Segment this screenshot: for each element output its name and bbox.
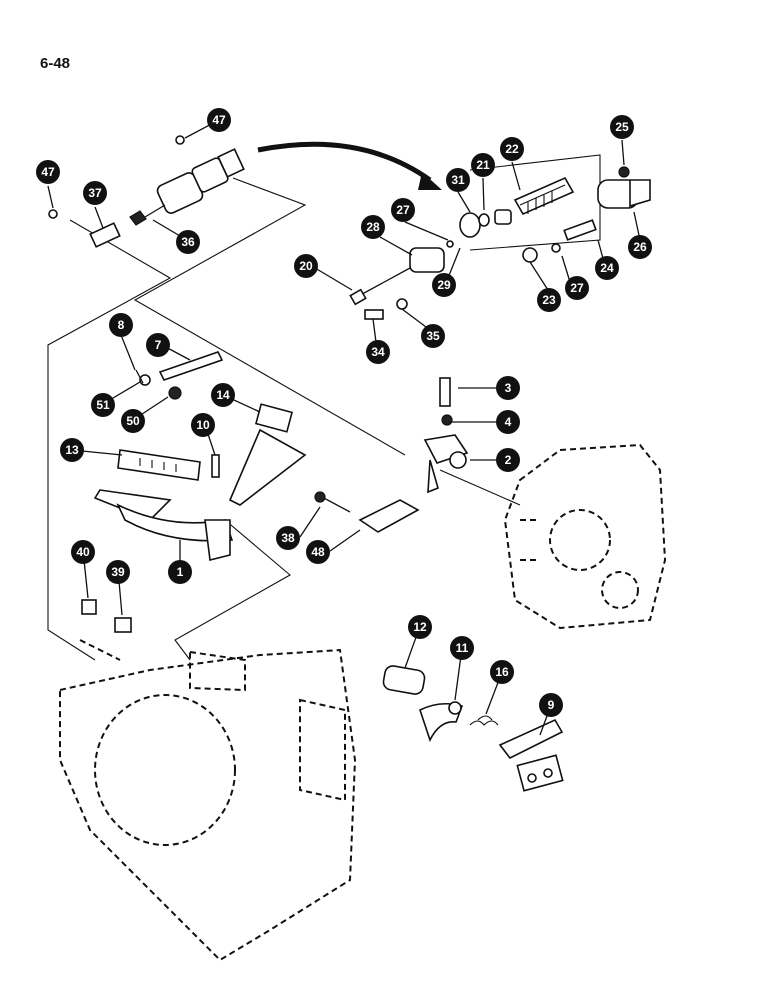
svg-text:25: 25 <box>615 120 629 134</box>
svg-text:11: 11 <box>456 641 469 655</box>
callout-37: 37 <box>83 181 107 205</box>
bolt-washer <box>81 599 132 633</box>
callout-3: 3 <box>496 376 520 400</box>
svg-text:26: 26 <box>633 240 647 254</box>
hydraulic-pump-housing <box>503 443 667 630</box>
callout-13: 13 <box>60 438 84 462</box>
svg-text:4: 4 <box>505 415 512 429</box>
callout-21: 21 <box>471 153 495 177</box>
svg-text:8: 8 <box>118 318 125 332</box>
callout-9: 9 <box>539 693 563 717</box>
lower-shaft-parts <box>382 665 564 792</box>
svg-text:28: 28 <box>366 220 380 234</box>
svg-text:24: 24 <box>600 261 614 275</box>
svg-text:10: 10 <box>196 418 210 432</box>
svg-text:3: 3 <box>505 381 512 395</box>
callout-27-lower: 27 <box>565 276 589 300</box>
svg-text:39: 39 <box>111 565 125 579</box>
svg-text:37: 37 <box>88 186 102 200</box>
transmission-housing <box>59 639 357 962</box>
assembly-guide-lines <box>47 154 601 661</box>
svg-text:1: 1 <box>177 565 184 579</box>
callout-25: 25 <box>610 115 634 139</box>
callout-40: 40 <box>71 540 95 564</box>
svg-text:7: 7 <box>155 338 162 352</box>
callout-2: 2 <box>496 448 520 472</box>
callout-48: 48 <box>306 540 330 564</box>
callout-24: 24 <box>595 256 619 280</box>
callout-29: 29 <box>432 273 456 297</box>
svg-text:48: 48 <box>311 545 325 559</box>
callout-39: 39 <box>106 560 130 584</box>
svg-text:12: 12 <box>413 620 427 634</box>
callout-50: 50 <box>121 409 145 433</box>
callout-47-left: 47 <box>36 160 60 184</box>
callout-31: 31 <box>446 168 470 192</box>
callout-51: 51 <box>91 393 115 417</box>
valve-parts <box>349 166 651 320</box>
svg-text:40: 40 <box>76 545 90 559</box>
svg-text:16: 16 <box>495 665 509 679</box>
callout-10: 10 <box>191 413 215 437</box>
svg-text:2: 2 <box>505 453 512 467</box>
svg-text:14: 14 <box>216 388 230 402</box>
callout-7: 7 <box>146 333 170 357</box>
page-number: 6-48 <box>40 55 71 72</box>
cylinder-assembly <box>129 148 245 226</box>
small-bracket <box>314 491 420 533</box>
callout-20: 20 <box>294 254 318 278</box>
svg-text:36: 36 <box>181 235 195 249</box>
pedal-assembly <box>93 403 307 561</box>
clip-ring-left <box>48 209 58 219</box>
callout-12: 12 <box>408 615 432 639</box>
callout-1: 1 <box>168 560 192 584</box>
linkage-bracket <box>135 351 469 494</box>
svg-text:50: 50 <box>126 414 140 428</box>
callout-26: 26 <box>628 235 652 259</box>
svg-text:9: 9 <box>548 698 555 712</box>
callout-22: 22 <box>500 137 524 161</box>
svg-text:23: 23 <box>542 293 556 307</box>
clip-ring-top <box>175 135 185 145</box>
svg-text:47: 47 <box>212 113 226 127</box>
callout-8: 8 <box>109 313 133 337</box>
link-block <box>89 222 121 248</box>
svg-text:51: 51 <box>96 398 110 412</box>
svg-text:29: 29 <box>437 278 451 292</box>
svg-text:38: 38 <box>281 531 295 545</box>
callout-28: 28 <box>361 215 385 239</box>
callout-35: 35 <box>421 324 445 348</box>
svg-text:35: 35 <box>426 329 440 343</box>
svg-text:22: 22 <box>505 142 519 156</box>
callout-11: 11 <box>450 636 474 660</box>
callout-34: 34 <box>366 340 390 364</box>
callout-27-upper: 27 <box>391 198 415 222</box>
callout-4: 4 <box>496 410 520 434</box>
callout-38: 38 <box>276 526 300 550</box>
callout-23: 23 <box>537 288 561 312</box>
callout-47-top: 47 <box>207 108 231 132</box>
svg-text:47: 47 <box>41 165 55 179</box>
svg-text:21: 21 <box>476 158 490 172</box>
svg-text:20: 20 <box>299 259 313 273</box>
svg-text:31: 31 <box>451 173 465 187</box>
callout-16: 16 <box>490 660 514 684</box>
svg-text:13: 13 <box>65 443 79 457</box>
svg-text:34: 34 <box>371 345 385 359</box>
callout-14: 14 <box>211 383 235 407</box>
svg-text:27: 27 <box>396 203 410 217</box>
direction-arrow <box>257 141 442 190</box>
svg-text:27: 27 <box>570 281 584 295</box>
callout-36: 36 <box>176 230 200 254</box>
